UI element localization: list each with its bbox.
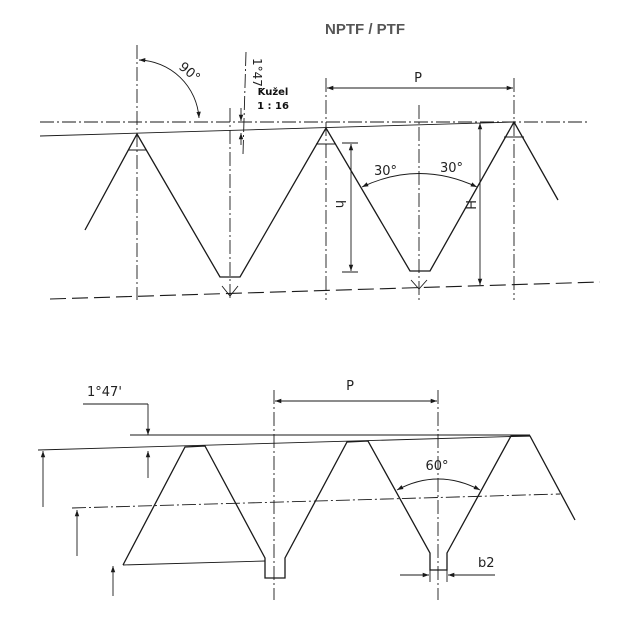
taper-crest-line	[39, 121, 515, 137]
vertical-centerlines	[136, 45, 515, 300]
angle-30-left-label: 30°	[374, 164, 397, 179]
angle-90-label: 90°	[175, 60, 202, 86]
taper-angle-label: 1°47'	[250, 58, 264, 90]
bottom-taper-angle-label: 1°47'	[87, 385, 122, 400]
taper-angle-line	[242, 51, 247, 155]
taper-crest-line	[37, 435, 531, 451]
b2-extension-lines	[429, 564, 448, 582]
taper-ratio: 1 : 16	[257, 101, 289, 112]
H-label: H	[462, 200, 477, 210]
bottom-thread-figure: 1°47' P 60° b2	[37, 379, 576, 600]
angle-30-arc	[361, 173, 478, 188]
pitch-diameter-line	[71, 493, 561, 509]
h-label: h	[332, 200, 347, 208]
b2-label: b2	[478, 556, 495, 571]
bottom-pitch-label: P	[346, 379, 354, 394]
angle-60-arc	[396, 478, 481, 491]
taper-label: Kužel	[258, 86, 289, 98]
taper-root-line	[49, 281, 601, 300]
thread-profile	[84, 120, 559, 278]
root-line	[122, 560, 266, 566]
h-extension-lines	[342, 142, 358, 273]
diagram-title: NPTF / PTF	[325, 21, 405, 38]
angle-90-arc	[138, 57, 201, 119]
angle-60-label: 60°	[425, 459, 448, 474]
angle-30-right-label: 30°	[440, 161, 463, 176]
pitch-label: P	[414, 71, 422, 86]
bottom-thread-profile	[122, 435, 576, 579]
root-marks	[221, 279, 428, 297]
top-thread-figure: 90° 1°47' Kužel 1 : 16 P h H 30° 30°	[39, 45, 601, 300]
